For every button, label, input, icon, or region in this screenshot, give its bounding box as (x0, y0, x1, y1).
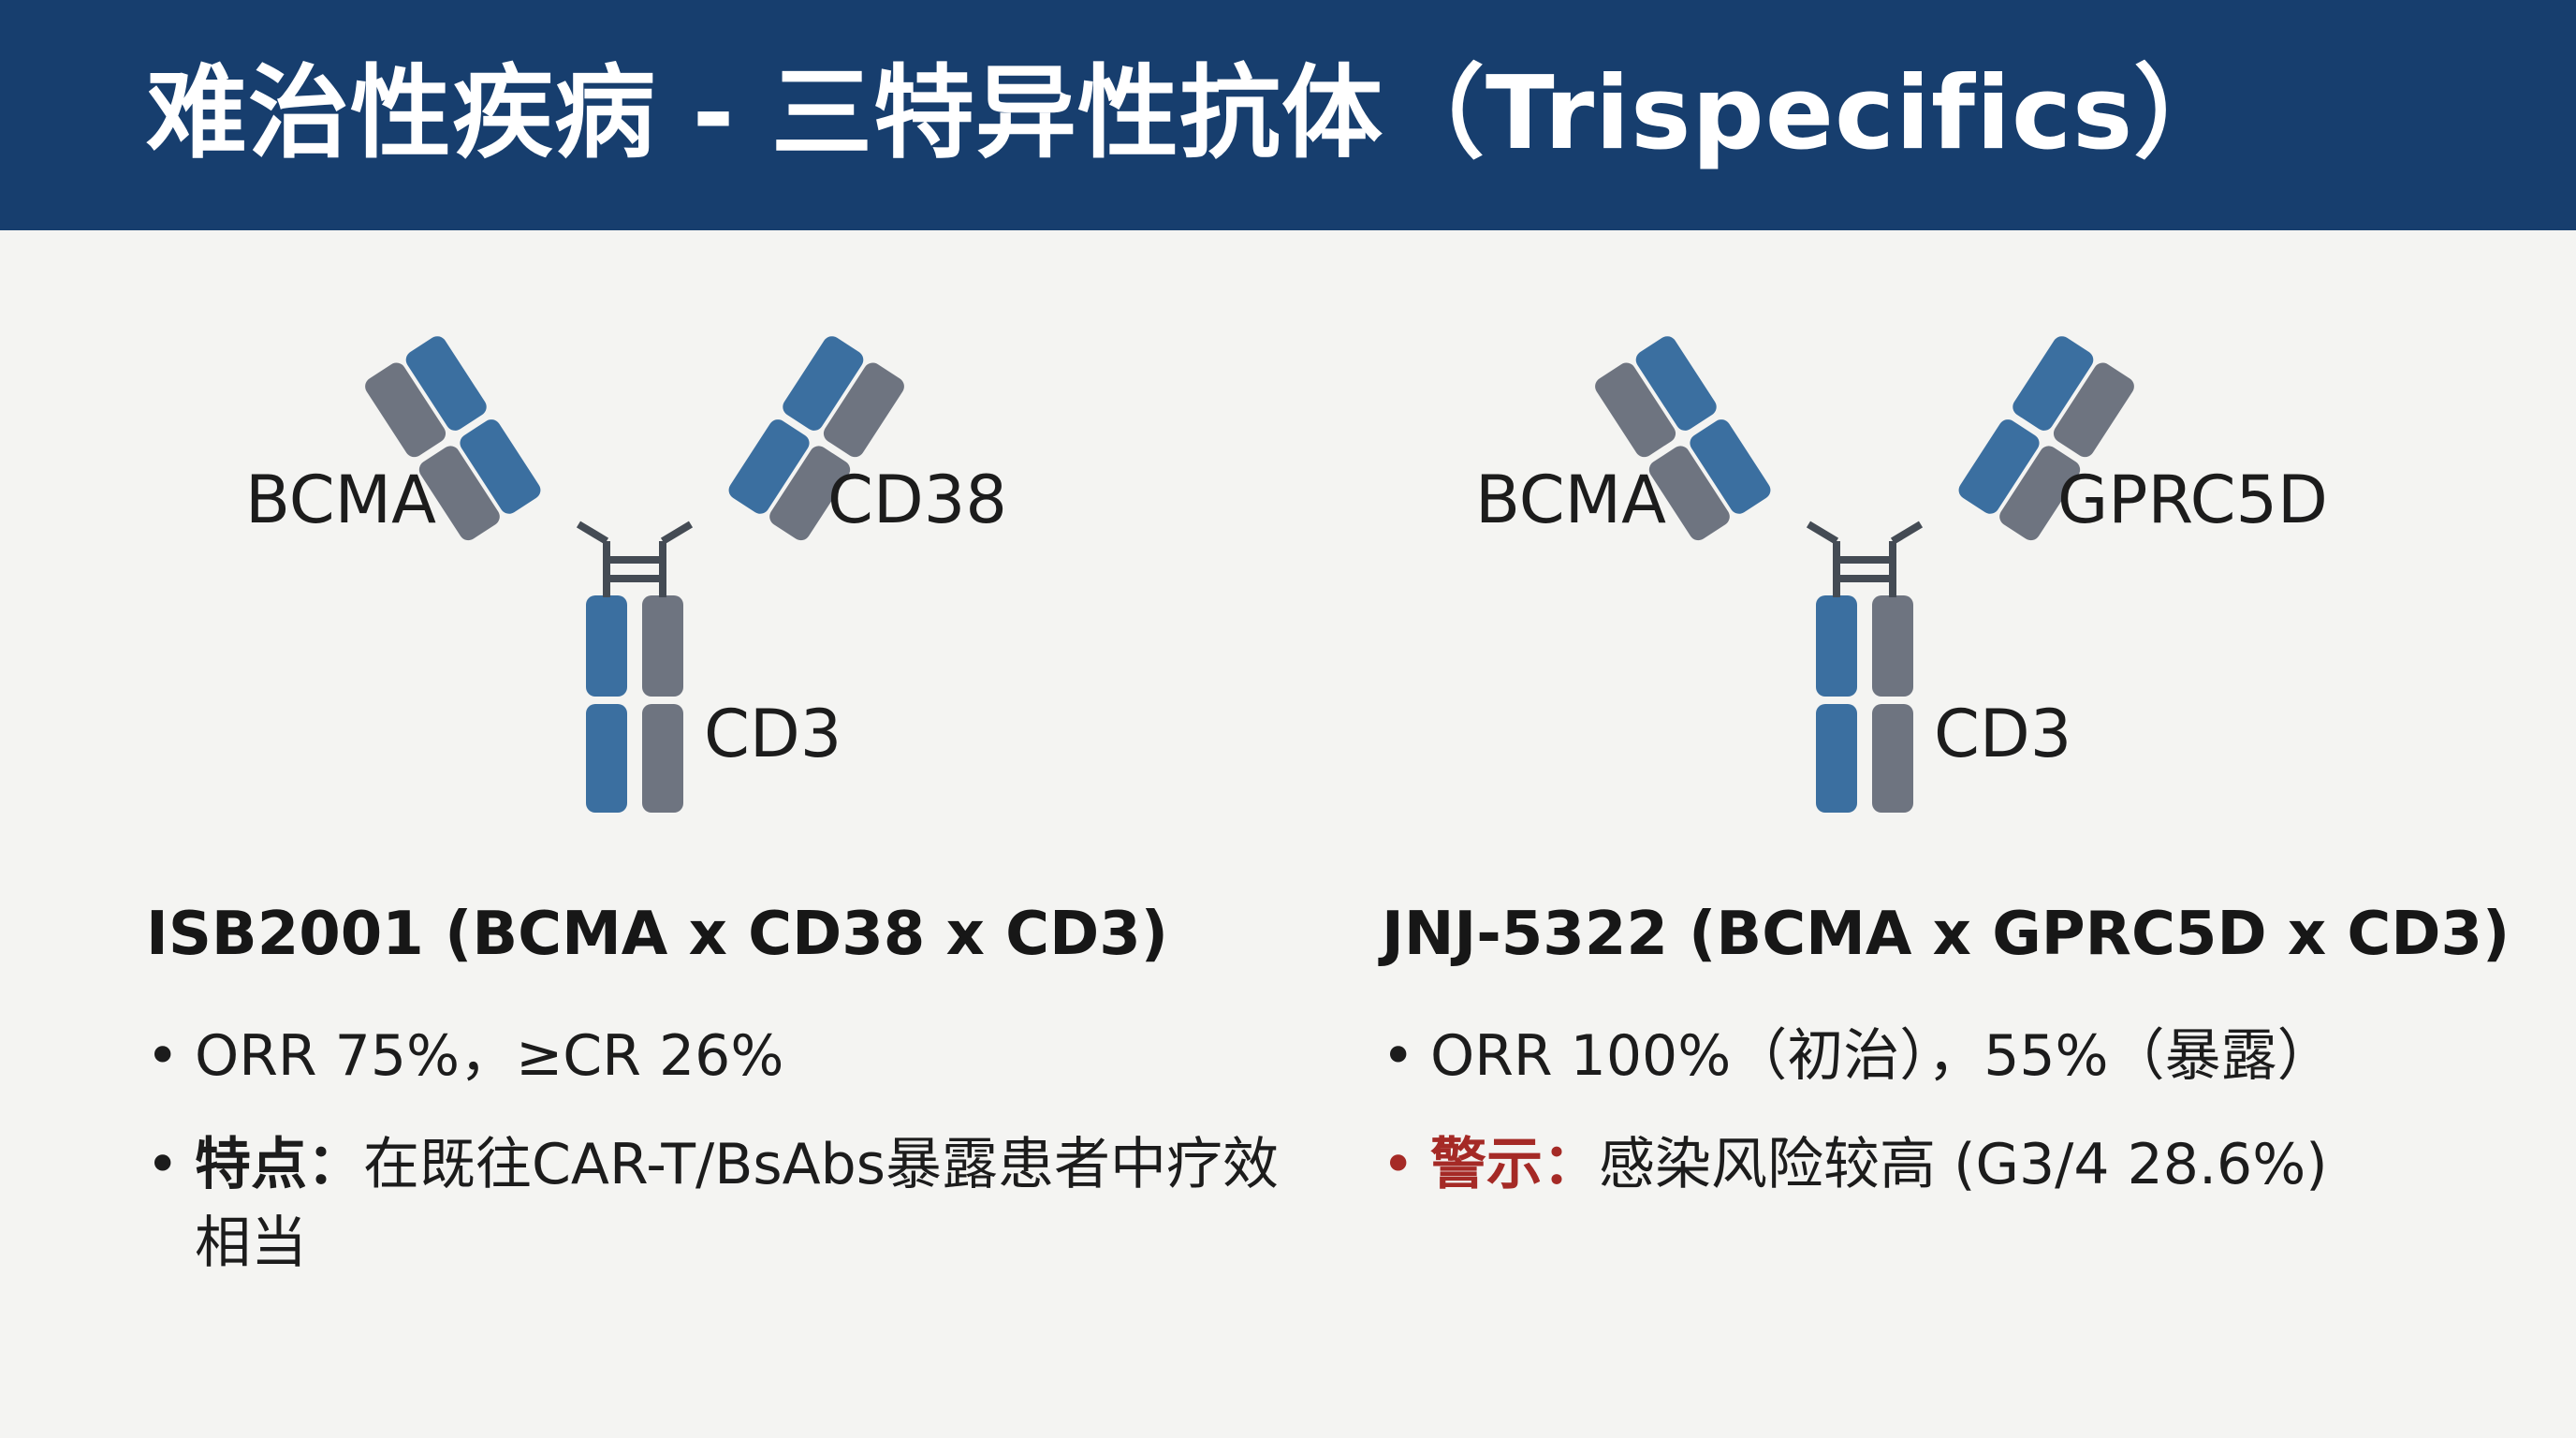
antibody-fc-stem (586, 595, 683, 813)
antibody-right-arm (1958, 336, 2134, 541)
antibody-right-arm (728, 336, 904, 541)
bullet-dot: • (146, 1132, 180, 1197)
bullet-text: ORR 75%，≥CR 26% (195, 1023, 784, 1089)
bullet-key: 警示： (1430, 1132, 1599, 1197)
title-bar: 难治性疾病 - 三特异性抗体（Trispecifics） (0, 0, 2576, 230)
bullet-list: •ORR 100%（初治），55%（暴露） •警示：感染风险较高 (G3/4 2… (1382, 1017, 2524, 1234)
trispecific-antibody-diagram: BCMA GPRC5D CD3 (1475, 336, 2328, 813)
trispecific-antibody-diagram: BCMA CD38 CD3 (245, 336, 1007, 813)
bullet-dot: • (1382, 1023, 1415, 1089)
drug-name: JNJ-5322 (BCMA x GPRC5D x CD3) (1382, 900, 2510, 969)
bullet-dot: • (1382, 1132, 1415, 1197)
bullet-item: •特点：在既往CAR-T/BsAbs暴露患者中疗效相当 (146, 1125, 1288, 1283)
antibody-left-arm (1595, 336, 1771, 541)
bullet-text: 在既往CAR-T/BsAbs暴露患者中疗效相当 (195, 1132, 1280, 1276)
bullet-list: •ORR 75%，≥CR 26% •特点：在既往CAR-T/BsAbs暴露患者中… (146, 1017, 1288, 1313)
bullet-item: •警示：感染风险较高 (G3/4 28.6%) (1382, 1125, 2524, 1204)
bullet-item: •ORR 100%（初治），55%（暴露） (1382, 1017, 2524, 1095)
stem-label: CD3 (704, 696, 842, 772)
bullet-text: ORR 100%（初治），55%（暴露） (1430, 1023, 2334, 1089)
bullet-dot: • (146, 1023, 180, 1089)
left-arm-label: BCMA (245, 462, 436, 538)
right-arm-label: GPRC5D (2057, 462, 2328, 538)
panel-jnj5322: BCMA GPRC5D CD3 JNJ-5322 (BCMA x GPRC5D … (1288, 230, 2576, 1438)
antibody-hinge (576, 521, 694, 597)
bullet-item: •ORR 75%，≥CR 26% (146, 1017, 1288, 1095)
left-arm-label: BCMA (1475, 462, 1666, 538)
bullet-text: 感染风险较高 (G3/4 28.6%) (1599, 1132, 2328, 1197)
right-arm-label: CD38 (827, 462, 1007, 538)
panel-isb2001: BCMA CD38 CD3 ISB2001 (BCMA x CD38 x CD3… (0, 230, 1288, 1438)
bullet-key: 特点： (195, 1132, 363, 1197)
slide-title: 难治性疾病 - 三特异性抗体（Trispecifics） (146, 55, 2236, 172)
antibody-left-arm (365, 336, 541, 541)
stem-label: CD3 (1934, 696, 2071, 772)
drug-name: ISB2001 (BCMA x CD38 x CD3) (146, 900, 1169, 969)
antibody-fc-stem (1816, 595, 1913, 813)
antibody-hinge (1806, 521, 1924, 597)
